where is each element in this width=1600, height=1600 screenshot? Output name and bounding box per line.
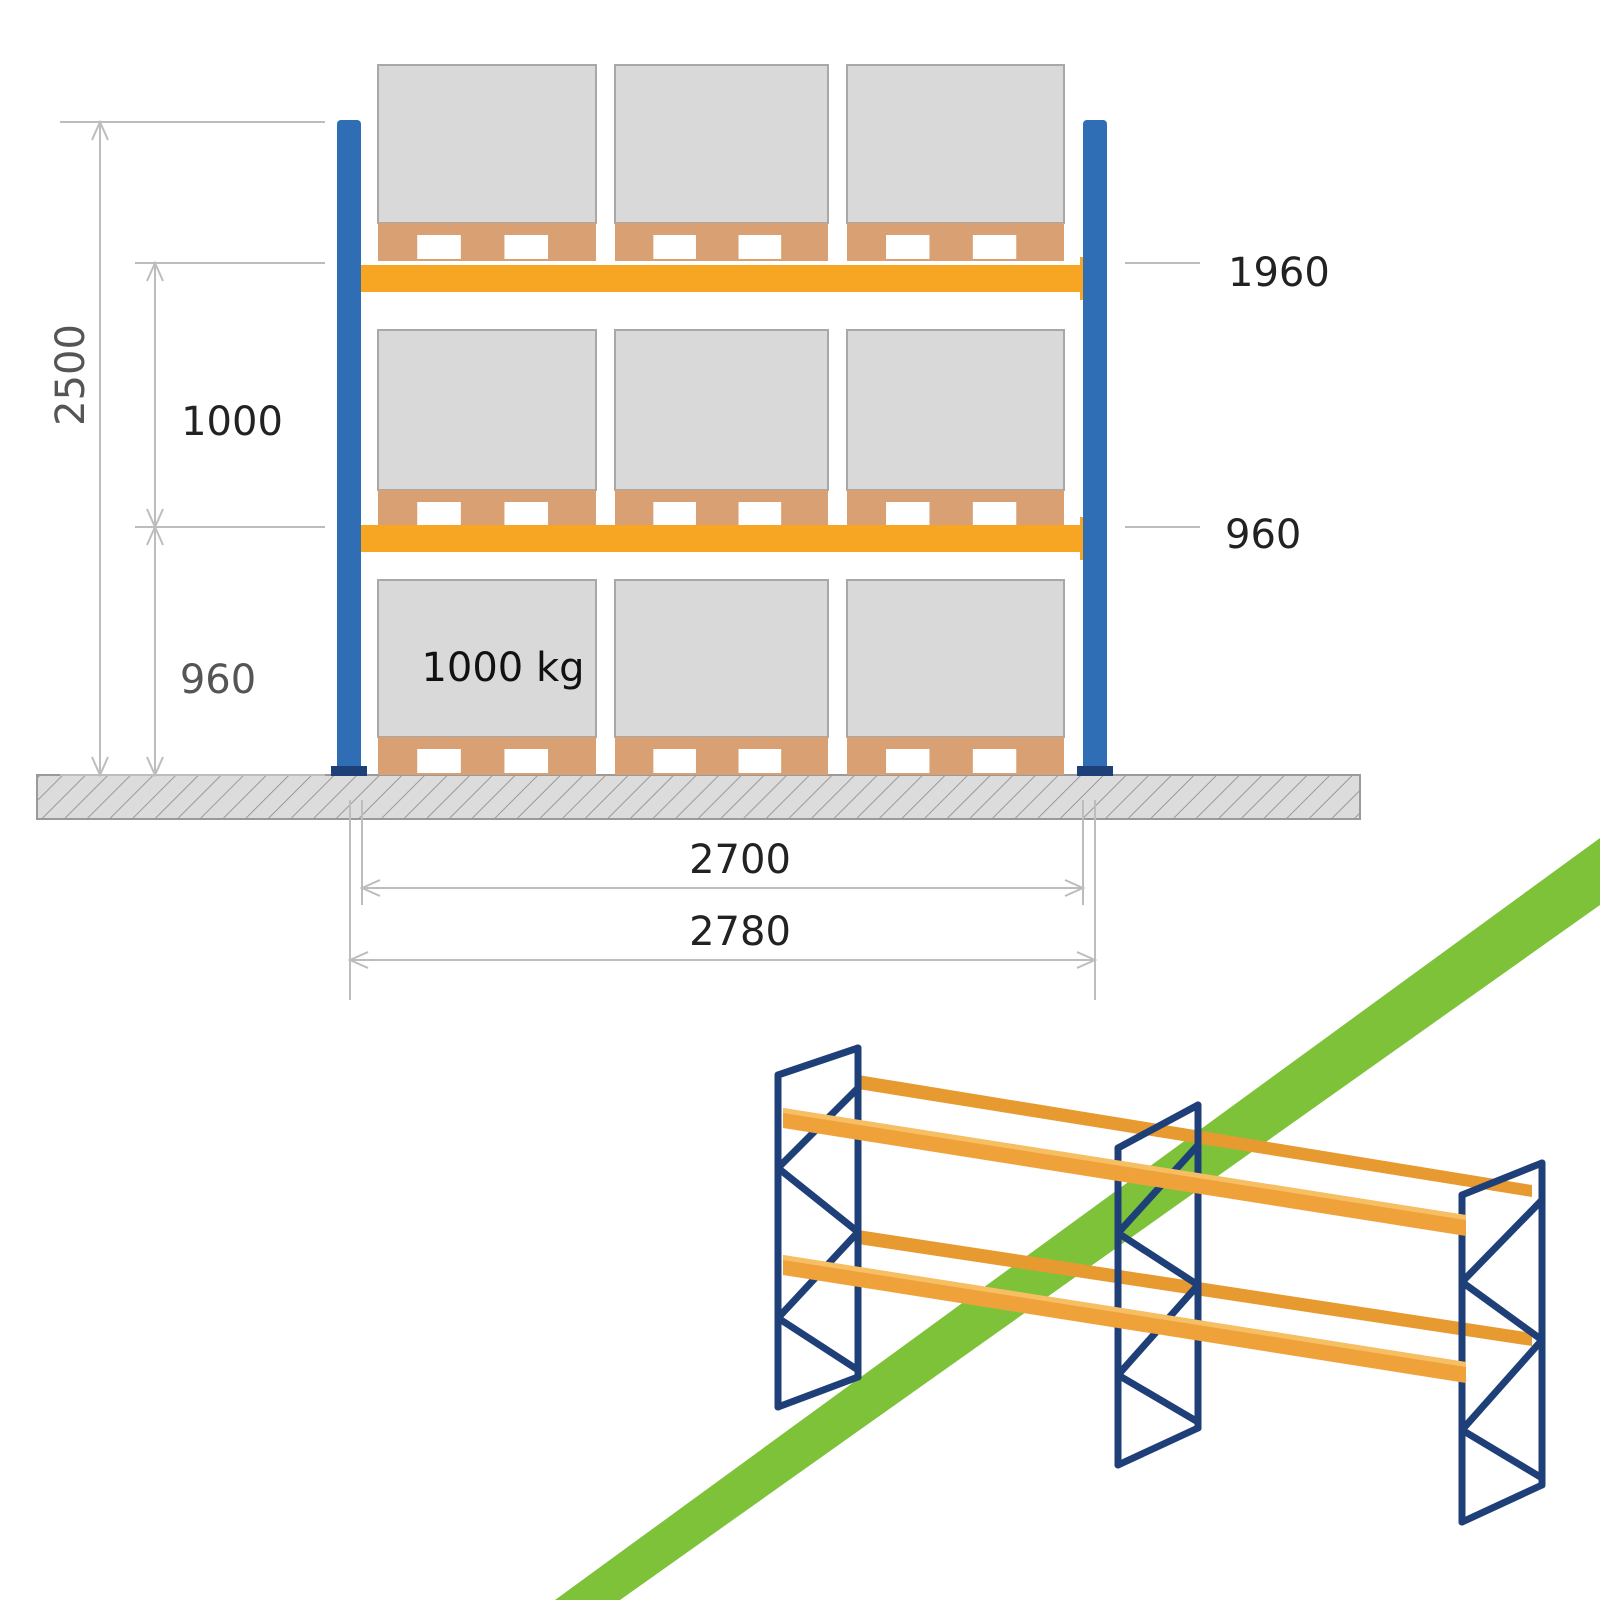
frame-left: [774, 1044, 862, 1411]
pallet-box: [377, 64, 597, 224]
pallet-fork-opening: [886, 235, 930, 259]
pallet-base: [615, 490, 828, 528]
pallet-grid: [377, 64, 1065, 775]
green-stripe: [555, 838, 1600, 1600]
pallet-base: [615, 223, 828, 261]
pallet-fork-opening: [504, 235, 549, 259]
pallet-box: [846, 64, 1065, 224]
beam-upper: [350, 265, 1090, 292]
pallet-fork-opening: [653, 749, 696, 773]
pallet-fork-opening: [972, 502, 1017, 526]
pallet-fork-opening: [738, 502, 782, 526]
frame-right: [1458, 1159, 1546, 1526]
beam-lower: [350, 525, 1090, 552]
beam-front-lower-highlight: [783, 1255, 1466, 1367]
pallet-fork-opening: [886, 502, 930, 526]
dim-level-spacing: 1000: [181, 399, 283, 445]
pallet-base: [615, 737, 828, 775]
beam-front-upper: [783, 1108, 1466, 1236]
dim-beam-upper: 1960: [1228, 250, 1330, 296]
upright-right: [1083, 120, 1107, 770]
dim-total-height: 2500: [48, 324, 94, 426]
floor-slab: [36, 774, 1361, 820]
pallet-fork-opening: [417, 749, 461, 773]
pallet-box: [614, 329, 829, 491]
rack-3d-view: [774, 1044, 1546, 1526]
dim-clear-width: 2700: [689, 837, 791, 883]
pallet-base: [378, 223, 596, 261]
pallet-fork-opening: [738, 235, 782, 259]
pallet-fork-opening: [972, 235, 1017, 259]
pallet-base: [378, 490, 596, 528]
pallet-box: [614, 64, 829, 224]
pallet-fork-opening: [972, 749, 1017, 773]
frame-middle: [1114, 1101, 1202, 1469]
beam-front-upper-highlight: [783, 1108, 1466, 1220]
pallet-base: [847, 223, 1064, 261]
upright-left: [337, 120, 361, 770]
pallet-fork-opening: [504, 502, 549, 526]
pallet-box: [846, 329, 1065, 491]
pallet-box: [377, 579, 597, 738]
pallet-base: [378, 737, 596, 775]
width-dimensions: [347, 800, 1098, 1000]
pallet-box: [377, 329, 597, 491]
height-dimensions: [60, 119, 1200, 778]
beam-front-lower: [783, 1255, 1466, 1383]
pallet-base: [847, 490, 1064, 528]
pallet-fork-opening: [653, 502, 696, 526]
dim-beam-lower: 960: [1225, 512, 1301, 558]
dim-first-level: 960: [180, 657, 256, 703]
pallet-load-label: 1000 kg: [421, 645, 584, 691]
pallet-box: [846, 579, 1065, 738]
baseplate-right: [1077, 766, 1113, 776]
baseplate-left: [331, 766, 367, 776]
pallet-fork-opening: [886, 749, 930, 773]
pallet-fork-opening: [417, 235, 461, 259]
pallet-base: [847, 737, 1064, 775]
pallet-fork-opening: [653, 235, 696, 259]
dim-overall-width: 2780: [689, 909, 791, 955]
pallet-fork-opening: [738, 749, 782, 773]
pallet-fork-opening: [504, 749, 549, 773]
pallet-box: [614, 579, 829, 738]
pallet-fork-opening: [417, 502, 461, 526]
